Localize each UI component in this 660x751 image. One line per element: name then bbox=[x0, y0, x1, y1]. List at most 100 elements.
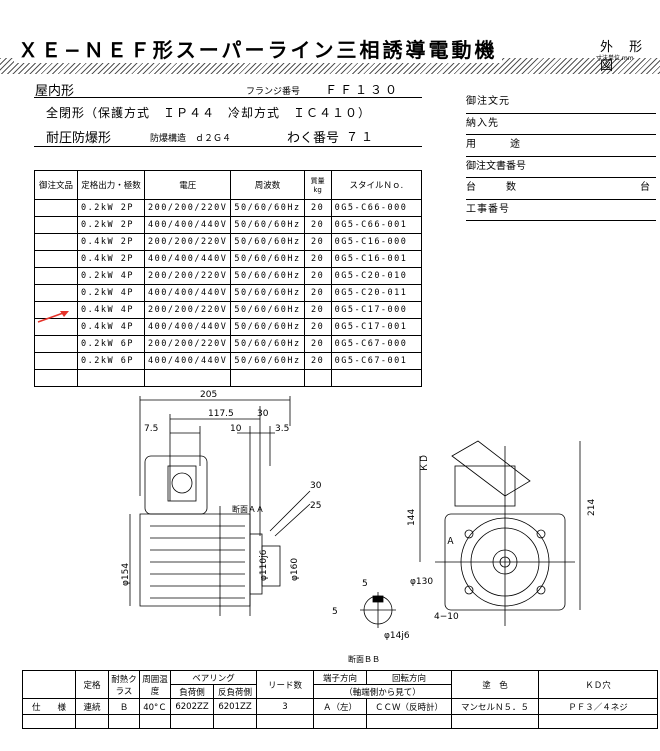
dim-7-5: 7.5 bbox=[144, 424, 158, 434]
cell-style: 0G5-C66-000 bbox=[330, 199, 423, 217]
order-field: 用 途 bbox=[466, 135, 656, 157]
drawing-type: 外 形 図 bbox=[600, 40, 649, 74]
cell-order bbox=[34, 250, 78, 268]
cell-voltage: 400/400/440V bbox=[143, 250, 232, 268]
dim-130: φ130 bbox=[410, 577, 433, 587]
order-fields: 御注文元 納入先 用 途 御注文書番号 台 数 台 工事番号 bbox=[466, 92, 656, 221]
val-rating: 連続 bbox=[75, 698, 109, 715]
cell-voltage: 200/200/220V bbox=[143, 199, 232, 217]
dim-160: φ160 bbox=[290, 558, 300, 581]
document-title: ＸＥ−ＮＥＦ形スーパーライン三相誘導電動機 bbox=[14, 34, 502, 63]
cell-mass: 20 bbox=[303, 335, 332, 353]
cell-style: 0G5-C17-001 bbox=[330, 318, 423, 336]
hdr-terminal: 端子方向 bbox=[313, 670, 367, 685]
cell-output: 0.2kW 4P bbox=[77, 267, 145, 285]
dim-30a: 30 bbox=[257, 409, 269, 419]
dim-10: 10 bbox=[230, 424, 242, 434]
cell-output bbox=[77, 369, 145, 387]
val-ambient: 40°Ｃ bbox=[139, 698, 171, 715]
cell-order bbox=[34, 335, 78, 353]
cell-mass: 20 bbox=[303, 233, 332, 251]
cell-mass: 20 bbox=[303, 250, 332, 268]
cell-frequency: 50/60/60Hz bbox=[230, 250, 305, 268]
dim-144: 144 bbox=[407, 509, 417, 526]
cell-frequency: 50/60/60Hz bbox=[230, 284, 305, 302]
dim-3-5: 3.5 bbox=[275, 424, 289, 434]
cell-frequency: 50/60/60Hz bbox=[230, 318, 305, 336]
cell-output: 0.2kW 6P bbox=[77, 335, 145, 353]
cell-style: 0G5-C16-000 bbox=[330, 233, 423, 251]
cell-order bbox=[34, 216, 78, 234]
cell-frequency: 50/60/60Hz bbox=[230, 199, 305, 217]
order-field: 工事番号 bbox=[466, 200, 656, 221]
hdr-rotation: 回転方向 bbox=[366, 670, 452, 685]
cell-order bbox=[34, 199, 78, 217]
bottom-spec-table: 定格 耐熱クラス 周囲温度 ベアリング リード数 端子方向 回転方向 塗 色 Ｋ… bbox=[22, 670, 658, 729]
cell-style: 0G5-C66-001 bbox=[330, 216, 423, 234]
order-field: 御注文元 bbox=[466, 92, 656, 114]
indoor-type: 屋内形 bbox=[35, 84, 75, 99]
hdr-anti-load-side: 反負荷側 bbox=[213, 684, 257, 699]
dim-5a: 5 bbox=[362, 579, 368, 589]
cell-frequency: 50/60/60Hz bbox=[230, 301, 305, 319]
dim-214: 214 bbox=[587, 499, 597, 516]
unit-note: 寸法単位 mm bbox=[596, 55, 634, 62]
cell-frequency: 50/60/60Hz bbox=[230, 216, 305, 234]
cell-voltage: 400/400/440V bbox=[143, 318, 232, 336]
col-style: スタイルＮｏ. bbox=[330, 170, 423, 200]
explosion-structure: 防爆構造 ｄ２Ｇ４ bbox=[150, 134, 232, 144]
dim-205: 205 bbox=[200, 390, 217, 400]
cell-output: 0.2kW 6P bbox=[77, 352, 145, 370]
cell-voltage: 400/400/440V bbox=[143, 352, 232, 370]
cell-style: 0G5-C67-001 bbox=[330, 352, 423, 370]
cell-order bbox=[34, 267, 78, 285]
flange-label: フランジ番号 bbox=[246, 87, 301, 97]
val-insulation: Ｂ bbox=[108, 698, 140, 715]
col-order: 御注文品 bbox=[34, 170, 78, 200]
cell-output: 0.4kW 2P bbox=[77, 250, 145, 268]
outline-drawing: 205 117.5 30 7.5 10 3.5 30 25 断面ＡＡ φ154 … bbox=[121, 390, 597, 664]
order-field: 御注文書番号 bbox=[466, 157, 656, 178]
section-bb: 断面ＢＢ bbox=[348, 654, 380, 664]
cell-output: 0.2kW 2P bbox=[77, 199, 145, 217]
cell-voltage: 200/200/220V bbox=[143, 267, 232, 285]
cell-order bbox=[34, 369, 78, 387]
dim-154: φ154 bbox=[121, 563, 131, 586]
cell-style: 0G5-C16-001 bbox=[330, 250, 423, 268]
kd-label: ＫＤ bbox=[420, 454, 430, 472]
cell-frequency bbox=[230, 369, 305, 387]
cell-mass: 20 bbox=[303, 352, 332, 370]
cell-mass bbox=[303, 369, 332, 387]
hdr-rotation-note: （軸端側から見て） bbox=[313, 684, 452, 699]
dim-110: φ110j6 bbox=[259, 549, 269, 581]
cell-order bbox=[34, 233, 78, 251]
val-terminal: Ａ（左） bbox=[313, 698, 367, 715]
cell-voltage: 200/200/220V bbox=[143, 233, 232, 251]
hdr-ambient: 周囲温度 bbox=[139, 670, 171, 699]
hdr-paint: 塗 色 bbox=[451, 670, 539, 699]
cell-frequency: 50/60/60Hz bbox=[230, 267, 305, 285]
hdr-rating: 定格 bbox=[75, 670, 109, 699]
col-mass: 質量 kg bbox=[303, 170, 332, 200]
col-output: 定格出力・極数 bbox=[77, 170, 145, 200]
cell-voltage: 400/400/440V bbox=[143, 284, 232, 302]
cell-mass: 20 bbox=[303, 199, 332, 217]
cell-style: 0G5-C20-010 bbox=[330, 267, 423, 285]
col-voltage: 電圧 bbox=[143, 170, 232, 200]
row-label: 仕 様 bbox=[22, 698, 76, 715]
val-rotation: ＣＣＷ（反時計） bbox=[366, 698, 452, 715]
a-label: Ａ bbox=[446, 537, 455, 547]
cell-style bbox=[330, 369, 423, 387]
cell-output: 0.4kW 4P bbox=[77, 301, 145, 319]
cell-order bbox=[34, 352, 78, 370]
cell-voltage bbox=[143, 369, 232, 387]
hdr-leads: リード数 bbox=[256, 670, 314, 699]
spec-table: 御注文品 定格出力・極数 電圧 周波数 質量 kg スタイルＮｏ. 0.2kW … bbox=[34, 170, 423, 387]
cell-mass: 20 bbox=[303, 301, 332, 319]
cell-mass: 20 bbox=[303, 216, 332, 234]
